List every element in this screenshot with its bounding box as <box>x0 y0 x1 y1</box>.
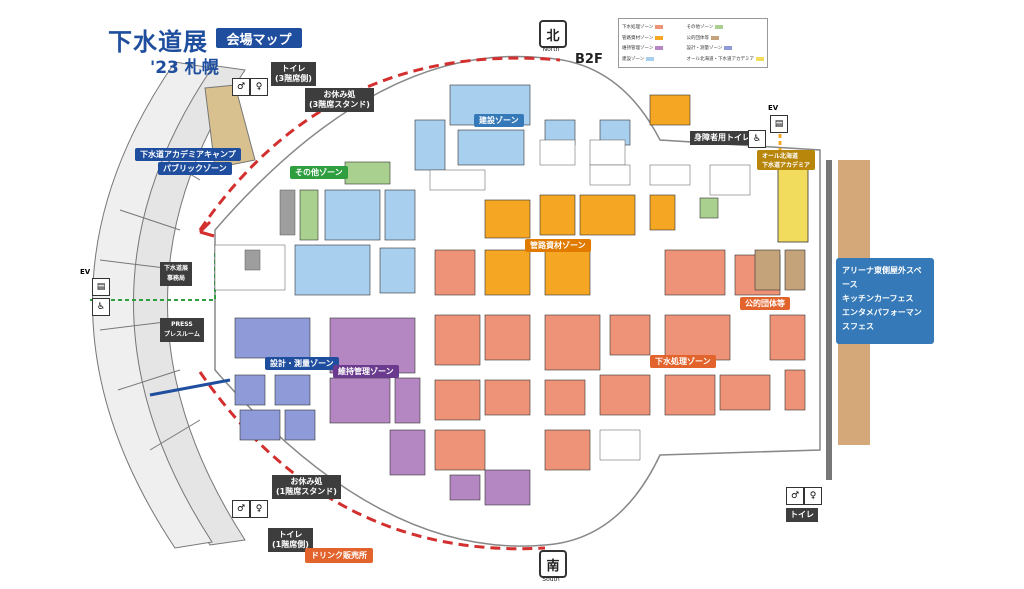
zone-maintenance: 維持管理ゾーン <box>333 365 399 378</box>
wheelchair-left-icon: ♿ <box>92 298 110 316</box>
right-wall <box>826 160 832 480</box>
design-survey-booths <box>234 317 316 441</box>
legend-item: オール北海道・下水道アカデミア <box>686 54 764 64</box>
toilet-3f-label: トイレ (3階席側) <box>271 62 316 86</box>
blue-route <box>149 378 231 397</box>
zone-all-hokkaido: オール北海道 下水道アカデミア <box>757 150 816 170</box>
event-logo: 下水道展 '23 札幌 <box>108 22 219 78</box>
legend-label: 下水処理ゾーン <box>622 24 654 30</box>
logo-sub: '23 札幌 <box>150 58 219 78</box>
north-marker: 北 <box>539 20 567 48</box>
zone-academy-camp: 下水道アカデミアキャンプ <box>135 148 241 161</box>
legend-item: 公的団体等 <box>687 33 765 43</box>
arena-line-1: アリーナ東側屋外スペース <box>842 266 922 289</box>
legend-label: 維持管理ゾーン <box>622 46 654 52</box>
legend: 下水処理ゾーン その他ゾーン管路資材ゾーン 公的団体等維持管理ゾーン 設計・測量ゾーン… <box>618 18 768 68</box>
legend-swatch <box>655 46 664 51</box>
legend-swatch <box>715 24 724 29</box>
south-label: South <box>542 576 560 583</box>
legend-label: 公的団体等 <box>686 35 710 41</box>
ev-left-label: EV <box>80 268 91 276</box>
other-booths <box>299 161 719 241</box>
toilet-female-right-icon: ♀ <box>804 487 822 505</box>
maintenance-booths <box>329 317 531 506</box>
arena-outdoor-space: アリーナ東側屋外スペース キッチンカーフェス エンタメパフォーマンスフェス <box>836 258 934 344</box>
legend-item: その他ゾーン <box>687 22 765 32</box>
arena-line-2: キッチンカーフェス <box>842 294 914 303</box>
legend-swatch <box>655 24 664 29</box>
legend-swatch <box>724 46 733 51</box>
arena-line-3: エンタメパフォーマンスフェス <box>842 308 922 331</box>
toilet-male-1f-icon: ♂ <box>232 500 250 518</box>
legend-item: 建設ゾーン <box>622 54 683 64</box>
rest-3f-label: お休み処 (3階席スタンド) <box>305 88 374 112</box>
accessible-toilet-label: 身障者用トイレ <box>690 131 754 145</box>
legend-swatch <box>711 35 719 40</box>
floor-label: B2F <box>575 52 603 67</box>
south-marker: 南 <box>539 550 567 578</box>
legend-label: オール北海道・下水道アカデミア <box>686 57 755 63</box>
ev-label: EV <box>768 104 779 112</box>
toilet-male-right-icon: ♂ <box>786 487 804 505</box>
zone-pipe-materials: 管路資材ゾーン <box>525 239 591 252</box>
office-label: 下水道展 事務局 <box>160 262 193 286</box>
logo-main: 下水道展 <box>108 28 208 56</box>
zone-construction: 建設ゾーン <box>474 114 524 127</box>
toilet-female-1f-icon: ♀ <box>250 500 268 518</box>
wheelchair-icon: ♿ <box>748 130 766 148</box>
legend-label: その他ゾーン <box>686 24 714 30</box>
zone-sewage-treatment: 下水処理ゾーン <box>650 355 716 368</box>
legend-item: 設計・測量ゾーン <box>687 44 765 54</box>
construction-booths <box>294 84 631 296</box>
map-title: 会場マップ <box>216 28 302 48</box>
small-booths <box>214 139 751 461</box>
zone-other: その他ゾーン <box>290 166 348 179</box>
rest-1f-label: お休み処 (1階席スタンド) <box>272 475 341 499</box>
legend-swatch <box>655 35 664 40</box>
legend-swatch <box>646 57 655 62</box>
zone-public: パブリックゾーン <box>158 162 232 175</box>
drink-stand-label: ドリンク販売所 <box>305 548 373 563</box>
legend-label: 設計・測量ゾーン <box>686 46 723 52</box>
legend-label: 管路資材ゾーン <box>622 35 654 41</box>
toilet-female-icon: ♀ <box>250 78 268 96</box>
legend-item: 管路資材ゾーン <box>622 33 683 43</box>
pipe-material-booths <box>484 94 691 296</box>
elevator-right-icon: ▤ <box>770 115 788 133</box>
zone-public-orgs: 公的団体等 <box>740 297 790 310</box>
gray-booths <box>244 189 296 271</box>
north-label: North <box>542 46 560 53</box>
legend-label: 建設ゾーン <box>622 57 645 63</box>
zone-design-survey: 設計・測量ゾーン <box>265 357 339 370</box>
legend-swatch <box>756 57 764 62</box>
elevator-icon: ▤ <box>92 278 110 296</box>
legend-item: 維持管理ゾーン <box>622 44 683 54</box>
entry-arrow <box>198 220 215 238</box>
academy-booth <box>777 161 809 243</box>
public-org-booths <box>754 249 806 291</box>
press-room-label: PRESS プレスルーム <box>160 318 204 342</box>
toilet-right-label: トイレ <box>786 508 818 522</box>
toilet-male-icon: ♂ <box>232 78 250 96</box>
legend-item: 下水処理ゾーン <box>622 22 683 32</box>
